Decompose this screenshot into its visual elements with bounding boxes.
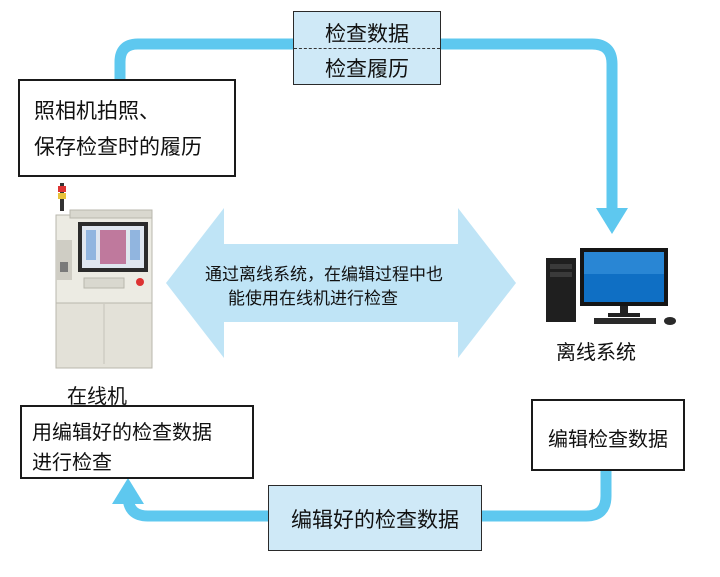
offline-system-label: 离线系统	[556, 340, 636, 364]
bottom-cycle-arrowhead	[112, 478, 144, 504]
online-note-box: 照相机拍照、 保存检查时的履历	[18, 79, 236, 177]
bottom-data-label: 编辑好的检查数据	[268, 485, 482, 551]
top-label-line1: 检查数据	[325, 22, 409, 46]
edit-note-text: 编辑检查数据	[548, 427, 668, 451]
online-machine-image	[55, 183, 153, 369]
online-note-line2: 保存检查时的履历	[34, 135, 202, 159]
top-cycle-arrowhead	[596, 208, 628, 234]
inspect-note-box: 用编辑好的检查数据 进行检查	[20, 405, 254, 479]
offline-pc-image	[546, 248, 676, 325]
center-note-line1: 通过离线系统，在编辑过程中也	[205, 265, 443, 285]
top-data-label: 检查数据 检查履历	[293, 11, 441, 85]
center-note-line2: 能使用在线机进行检查	[228, 289, 398, 309]
online-note-line1: 照相机拍照、	[34, 99, 160, 123]
edit-note-box: 编辑检查数据	[531, 399, 685, 471]
bottom-label-text: 编辑好的检查数据	[291, 508, 459, 532]
top-label-line2: 检查履历	[325, 57, 409, 81]
dashed-divider	[294, 48, 440, 49]
inspect-note-line1: 用编辑好的检查数据	[32, 420, 212, 444]
double-arrow	[166, 208, 516, 358]
online-machine-label: 在线机	[67, 384, 127, 408]
inspect-note-line2: 进行检查	[32, 450, 112, 474]
